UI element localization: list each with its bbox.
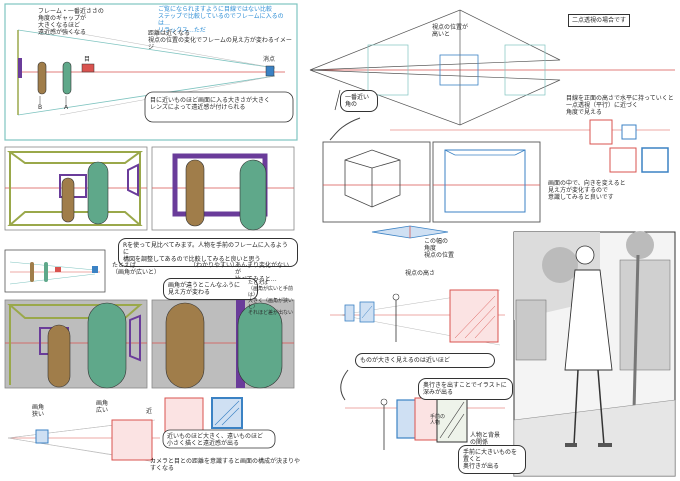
bubble-right-bottom-last: 手前に大きいものを置くと 奥行きが出る bbox=[458, 445, 526, 474]
note-right-bottom-top: 視点の高さ bbox=[405, 270, 465, 277]
panel-row4-left bbox=[5, 300, 147, 388]
bubble-right-mid: 画面の中で、向きを変えると 見え方が変化するので 意識してみると良いです bbox=[548, 180, 673, 201]
label-viewpoint: 視点の位置 bbox=[424, 252, 474, 259]
panel-cube-left bbox=[323, 142, 430, 222]
label-figure-A: A bbox=[64, 104, 68, 111]
label-relation: 人物と背景 の関係 bbox=[470, 432, 510, 446]
note-row3-right: たとえば （画角が広いと手前は） 大きく（画角が狭いと） それほど差が出ない bbox=[248, 280, 298, 316]
label-vanishing-point: 消点 bbox=[263, 56, 275, 63]
diagram-small-camera bbox=[5, 250, 105, 292]
label-angle-width: この幅の 角度 bbox=[424, 238, 464, 252]
label-camera: 目 bbox=[84, 56, 90, 63]
camera-icon bbox=[82, 64, 94, 72]
label-near: 近 bbox=[146, 408, 152, 415]
panel-row2-right bbox=[152, 147, 294, 230]
bubble-right-bottom-mid: ものが大きく見えるのは近いほど bbox=[355, 353, 495, 368]
bubble-row3-mid: 画角が違うとこんなふうに 見え方が変わる bbox=[163, 278, 258, 300]
panel-row2-left bbox=[5, 147, 147, 230]
title-two-point: 二点透視の場合です bbox=[568, 14, 630, 27]
bubble-top-left: 目に近いものほど画面に入る大きさが大きく レンズによって遠近感が付けられる bbox=[150, 97, 290, 111]
note-right-top: 視点の位置が 高いと bbox=[432, 24, 482, 38]
label-front-figure: 手前の 人物 bbox=[430, 414, 464, 426]
diamond-marker bbox=[372, 226, 448, 238]
note-top-mid: 距離は近くなる 視点の位置の変化でフレームの見え方が変わるイメージ bbox=[148, 30, 293, 51]
panel-cube-right bbox=[433, 142, 540, 222]
note-right-left: 一番近い 角の bbox=[340, 90, 378, 112]
diagram-cubes-lower-right bbox=[330, 290, 505, 345]
bubble-right-top: 目線を正面の高さで水平に持っていくと 一点透視（平行）に近づく 角度で見える bbox=[566, 95, 674, 116]
figure-B bbox=[38, 62, 46, 94]
bubble-right-bottom-low: 奥行きを出すことでイラストに 深みが出る bbox=[418, 378, 513, 400]
note-top-left: フレーム・一番近ささの 角度のギャップが 大きくなるほど 遠近感が強くなる bbox=[38, 8, 128, 36]
bubble-bottom-left: 近いものほど大きく、遠いものほど 小さく描くと遠近感が出る bbox=[167, 433, 273, 447]
note-bottom-left: カメラと目との距離を意識すると画面の構成が決まりやすくなる bbox=[150, 458, 300, 472]
label-angle-wide: 画角 広い bbox=[96, 400, 126, 414]
label-angle-narrow: 画角 狭い bbox=[32, 404, 62, 418]
manga-panel bbox=[514, 231, 675, 476]
note-row3-a: たとえば （画角が広いと） bbox=[112, 262, 182, 276]
label-figure-B: B bbox=[38, 104, 42, 111]
figure-A bbox=[63, 62, 71, 94]
